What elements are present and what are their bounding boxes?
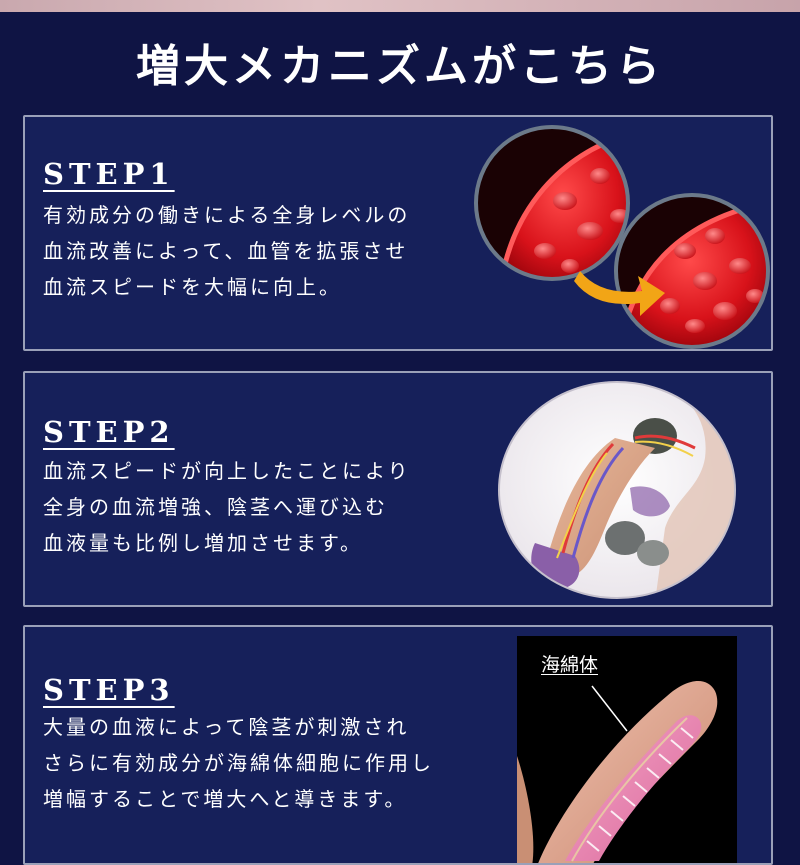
step-description: 大量の血液によって陰茎が刺激され さらに有効成分が海綿体細胞に作用し 増幅するこ… — [43, 709, 473, 817]
step-label: STEP3 — [43, 673, 175, 707]
step-description-line: 全身の血流増強、陰茎へ運び込む — [43, 495, 388, 519]
step-description-line: 大量の血液によって陰茎が刺激され — [43, 715, 410, 739]
step-card-3: STEP3 大量の血液によって陰茎が刺激され さらに有効成分が海綿体細胞に作用し… — [23, 625, 773, 865]
step-description-line: 有効成分の働きによる全身レベルの — [43, 203, 411, 227]
step-label: STEP2 — [43, 415, 175, 449]
illustration-label: 海綿体 — [541, 654, 599, 676]
cavernous-body-illustration: 海綿体 — [517, 636, 737, 863]
top-decorative-strip — [0, 0, 800, 12]
step-description: 有効成分の働きによる全身レベルの 血流改善によって、血管を拡張させ 血流スピード… — [43, 197, 473, 305]
anatomy-illustration — [498, 381, 736, 599]
step-description-line: 血流スピードが向上したことにより — [43, 459, 411, 483]
step-card-1: STEP1 有効成分の働きによる全身レベルの 血流改善によって、血管を拡張させ … — [23, 115, 773, 351]
step-description-line: 血流スピードを大幅に向上。 — [43, 275, 342, 299]
step-description-line: 血流改善によって、血管を拡張させ — [43, 239, 409, 263]
step-description-line: 血液量も比例し増加させます。 — [43, 531, 363, 555]
step-label: STEP1 — [43, 157, 175, 191]
step-card-2: STEP2 血流スピードが向上したことにより 全身の血流増強、陰茎へ運び込む 血… — [23, 371, 773, 607]
blood-vessel-illustration — [474, 125, 770, 349]
step-description: 血流スピードが向上したことにより 全身の血流増強、陰茎へ運び込む 血液量も比例し… — [43, 453, 473, 561]
arrow-icon — [574, 271, 665, 316]
step-description-line: 増幅することで増大へと導きます。 — [43, 787, 408, 811]
step-description-line: さらに有効成分が海綿体細胞に作用し — [43, 751, 434, 775]
page-title: 増大メカニズムがこちら — [136, 41, 664, 92]
